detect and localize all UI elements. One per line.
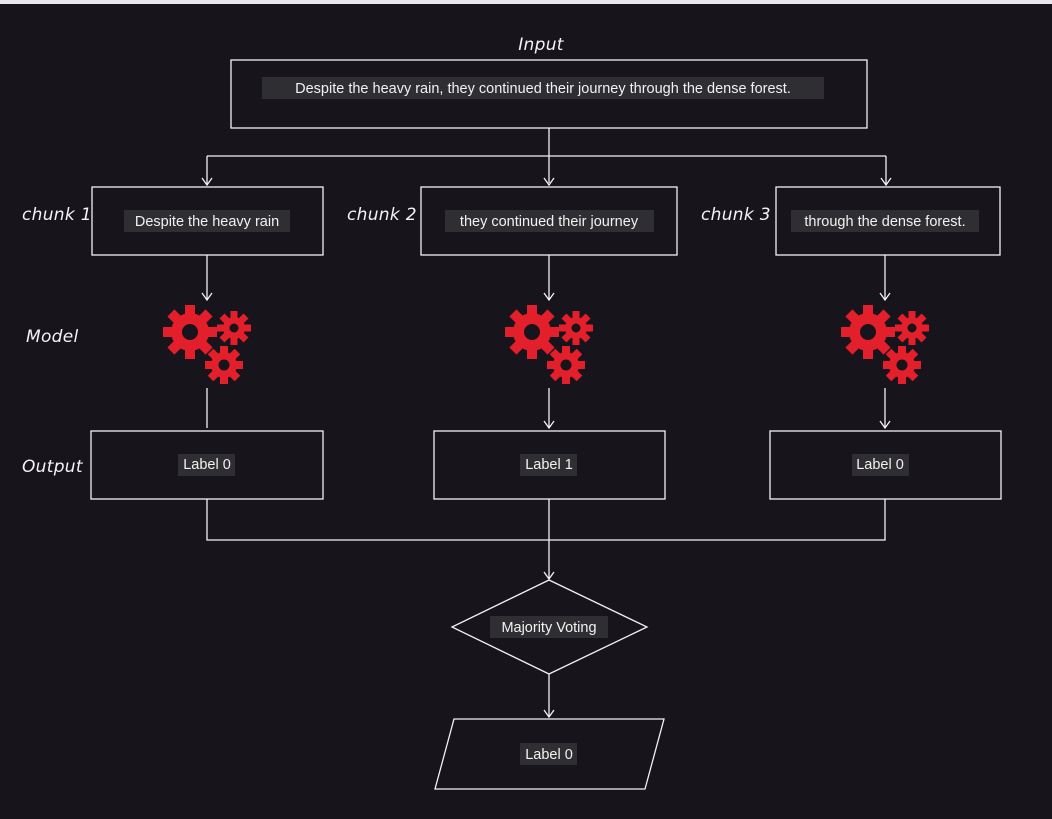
output-text-highlight xyxy=(852,454,909,476)
arrowhead xyxy=(543,420,555,430)
output-text-highlight xyxy=(178,454,235,476)
edge-merge-bar xyxy=(206,499,886,541)
decision-text: Majority Voting xyxy=(501,620,596,636)
chunk-text-highlight xyxy=(791,210,979,232)
chunk-text-highlight xyxy=(445,210,654,232)
output-text-highlight xyxy=(520,454,577,476)
output-row-label: Output xyxy=(22,457,84,477)
arrowhead xyxy=(879,420,891,430)
chunk-tag-2: chunk 2 xyxy=(347,205,417,225)
chunk-tag-3: chunk 3 xyxy=(701,205,771,225)
gears-icon xyxy=(841,305,929,384)
gears-icon xyxy=(163,305,251,384)
chunk-text-3: through the dense forest. xyxy=(804,214,965,230)
arrowhead xyxy=(201,177,213,187)
output-text-3: Label 0 xyxy=(856,457,904,473)
output-text-1: Label 0 xyxy=(183,457,231,473)
final-output-text: Label 0 xyxy=(525,747,573,763)
output-text-2: Label 1 xyxy=(525,457,573,473)
chunk-text-highlight xyxy=(124,210,290,232)
final-output-text-highlight xyxy=(520,743,577,765)
gears-icon xyxy=(505,305,593,384)
chunk-text-1: Despite the heavy rain xyxy=(135,214,279,230)
arrowhead xyxy=(543,292,555,302)
model-row-label: Model xyxy=(26,327,79,347)
final-output-box xyxy=(434,718,665,790)
arrowhead xyxy=(879,292,891,302)
chunk-box-3 xyxy=(775,186,1001,256)
arrowhead xyxy=(201,292,213,302)
chunk-text-2: they continued their journey xyxy=(460,214,639,230)
input-title: Input xyxy=(518,35,565,55)
chunk-tag-1: chunk 1 xyxy=(22,205,92,225)
arrowhead xyxy=(543,177,555,187)
input-text-highlight xyxy=(262,77,824,99)
decision-text-highlight xyxy=(490,616,608,638)
arrowhead xyxy=(543,571,555,581)
arrowhead xyxy=(880,177,892,187)
arrowhead xyxy=(543,709,555,719)
input-text: Despite the heavy rain, they continued t… xyxy=(295,81,791,97)
